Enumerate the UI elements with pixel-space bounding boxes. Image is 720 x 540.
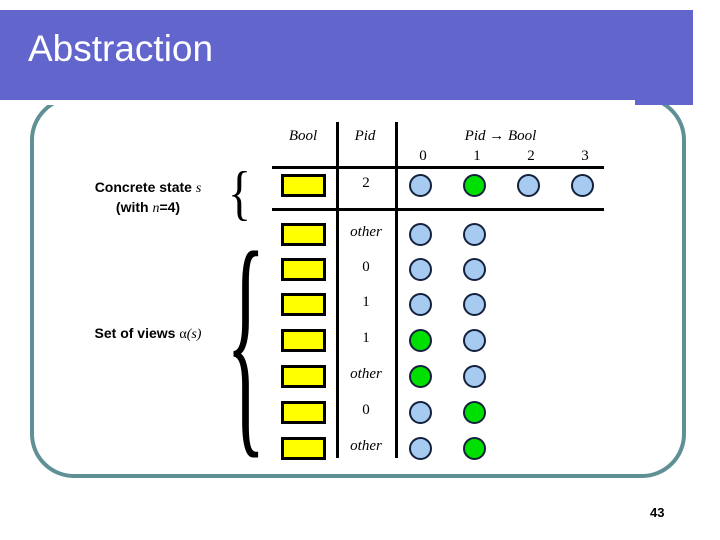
map-dot bbox=[409, 293, 432, 316]
column-header-bool: Bool bbox=[288, 128, 318, 144]
map-dot bbox=[463, 258, 486, 281]
divider-bool-pid bbox=[336, 122, 339, 458]
label-views-arg: (s) bbox=[186, 327, 202, 342]
rule-below-concrete-row bbox=[272, 208, 604, 211]
map-dot bbox=[409, 365, 432, 388]
sub-header-3: 3 bbox=[581, 148, 589, 164]
label-set-of-views: Set of views α(s) bbox=[58, 324, 238, 344]
label-concrete-state-var: s bbox=[195, 181, 202, 196]
bool-box bbox=[281, 258, 326, 281]
title-banner bbox=[0, 10, 693, 105]
brace-set-of-views: { bbox=[226, 202, 266, 479]
bool-box bbox=[281, 437, 326, 460]
map-dot bbox=[409, 174, 432, 197]
pid-value: 1 bbox=[362, 330, 370, 346]
label-concrete-n-close: =4) bbox=[159, 199, 181, 215]
map-dot bbox=[571, 174, 594, 197]
map-dot bbox=[409, 401, 432, 424]
banner-underline bbox=[0, 100, 635, 105]
rule-above-concrete-row bbox=[272, 166, 604, 169]
sub-header-0: 0 bbox=[419, 148, 427, 164]
column-header-pid: Pid bbox=[354, 128, 376, 144]
sub-header-2: 2 bbox=[527, 148, 535, 164]
page-title: Abstraction bbox=[28, 28, 214, 69]
label-concrete-n-open: (with bbox=[115, 199, 153, 215]
label-concrete-state-text: Concrete state bbox=[94, 179, 196, 195]
pid-value: 2 bbox=[362, 175, 370, 191]
label-concrete-n-var: n bbox=[152, 201, 160, 216]
map-dot bbox=[409, 258, 432, 281]
sub-header-1: 1 bbox=[473, 148, 481, 164]
pid-value: 1 bbox=[362, 294, 370, 310]
map-dot bbox=[463, 437, 486, 460]
map-dot bbox=[409, 223, 432, 246]
bool-box bbox=[281, 401, 326, 424]
bool-box bbox=[281, 174, 326, 197]
pid-value: other bbox=[350, 438, 382, 454]
label-concrete-state: Concrete state s (with n=4) bbox=[58, 178, 238, 218]
pid-value: 0 bbox=[362, 402, 370, 418]
map-dot bbox=[463, 174, 486, 197]
brace-concrete-state: { bbox=[228, 160, 252, 226]
bool-box bbox=[281, 365, 326, 388]
map-dot bbox=[409, 437, 432, 460]
map-dot bbox=[463, 293, 486, 316]
page-number: 43 bbox=[650, 505, 665, 520]
divider-pid-map bbox=[395, 122, 398, 458]
map-dot bbox=[409, 329, 432, 352]
pid-value: 0 bbox=[362, 259, 370, 275]
bool-box bbox=[281, 223, 326, 246]
abstraction-table: Bool Pid Pid → Bool 0 1 2 3 2 other 0 1 bbox=[270, 120, 605, 460]
map-dot bbox=[463, 223, 486, 246]
alpha-symbol: α bbox=[179, 327, 187, 342]
map-dot bbox=[517, 174, 540, 197]
map-dot bbox=[463, 365, 486, 388]
column-header-pid-to-bool: Pid → Bool bbox=[464, 128, 537, 144]
bool-box bbox=[281, 293, 326, 316]
map-dot bbox=[463, 401, 486, 424]
pid-value: other bbox=[350, 366, 382, 382]
bool-box bbox=[281, 329, 326, 352]
pid-value: other bbox=[350, 224, 382, 240]
map-dot bbox=[463, 329, 486, 352]
label-set-of-views-text: Set of views bbox=[94, 325, 180, 341]
